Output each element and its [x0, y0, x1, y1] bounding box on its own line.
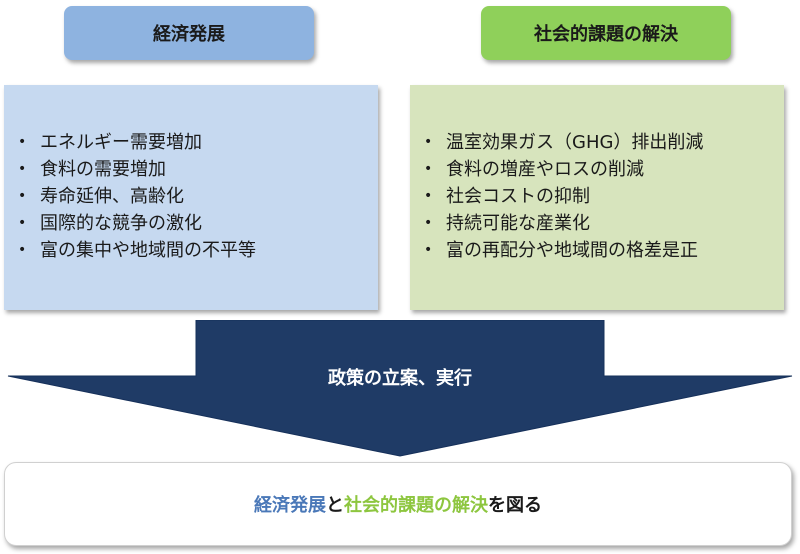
list-item: • 富の再配分や地域間の格差是正	[424, 237, 784, 264]
list-item: • 国際的な競争の激化	[18, 210, 378, 237]
list-item: • 社会コストの抑制	[424, 183, 784, 210]
list-item-text: 富の再配分や地域間の格差是正	[446, 240, 698, 261]
result-text-and: と	[326, 495, 344, 516]
bullet-icon: •	[424, 215, 433, 231]
list-item-text: 温室効果ガス（GHG）排出削減	[446, 132, 704, 153]
bullet-icon: •	[424, 242, 433, 258]
economic-development-panel: • エネルギー需要増加 • 食料の需要増加 • 寿命延伸、高齢化 • 国際的な競争の激化…	[4, 85, 378, 310]
result-text-economic: 経済発展	[254, 495, 326, 516]
list-item-text: 寿命延伸、高齢化	[40, 186, 184, 207]
bullet-icon: •	[424, 161, 433, 177]
social-issues-header-label: 社会的課題の解決	[534, 24, 678, 45]
bullet-icon: •	[18, 215, 27, 231]
list-item: • 食料の需要増加	[18, 156, 378, 183]
arrow-down-icon	[7, 320, 793, 457]
bullet-icon: •	[18, 134, 27, 150]
list-item: • 温室効果ガス（GHG）排出削減	[424, 129, 784, 156]
list-item: • 寿命延伸、高齢化	[18, 183, 378, 210]
social-issues-header: 社会的課題の解決	[481, 6, 731, 60]
list-item: • 持続可能な産業化	[424, 210, 784, 237]
list-item-text: 富の集中や地域間の不平等	[40, 240, 256, 261]
economic-development-header: 経済発展	[64, 6, 314, 60]
list-item-text: 社会コストの抑制	[446, 186, 590, 207]
bullet-icon: •	[18, 188, 27, 204]
result-text-achieve: を図る	[488, 495, 542, 516]
list-item-text: 持続可能な産業化	[446, 213, 590, 234]
list-item-text: 国際的な競争の激化	[40, 213, 202, 234]
social-issues-panel: •温室効果ガス（GHG）排出削減 •食料の増産やロスの削減 •社会コストの抑制 …	[410, 85, 784, 310]
list-item: • 食料の増産やロスの削減	[424, 156, 784, 183]
bullet-icon: •	[18, 242, 27, 258]
list-item-text: 食料の需要増加	[40, 159, 166, 180]
result-text-social: 社会的課題の解決	[344, 495, 488, 516]
social-issues-list: •温室効果ガス（GHG）排出削減 •食料の増産やロスの削減 •社会コストの抑制 …	[424, 129, 784, 264]
bullet-icon: •	[424, 134, 433, 150]
policy-arrow-label: 政策の立案、実行	[328, 368, 472, 389]
policy-arrow	[7, 320, 793, 457]
bullet-icon: •	[18, 161, 27, 177]
economic-development-list: • エネルギー需要増加 • 食料の需要増加 • 寿命延伸、高齢化 • 国際的な競争の激化…	[18, 129, 378, 264]
list-item-text: 食料の増産やロスの削減	[446, 159, 644, 180]
list-item-text: エネルギー需要増加	[40, 132, 202, 153]
list-item: • 富の集中や地域間の不平等	[18, 237, 378, 264]
result-box: 経済発展と社会的課題の解決を図る	[4, 462, 792, 546]
list-item: • エネルギー需要増加	[18, 129, 378, 156]
economic-development-header-label: 経済発展	[153, 24, 225, 45]
bullet-icon: •	[424, 188, 433, 204]
